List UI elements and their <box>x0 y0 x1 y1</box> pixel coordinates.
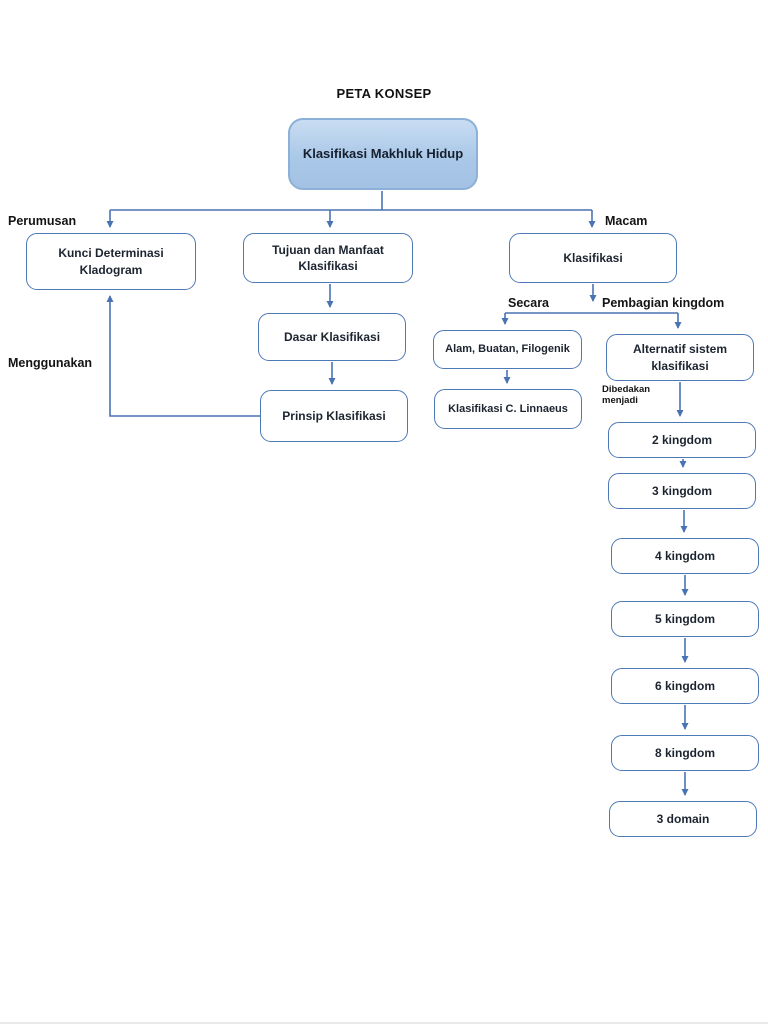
node-3-domain: 3 domain <box>609 801 757 837</box>
node-tujuan-dan-manfaat-klasifikasi: Tujuan dan Manfaat Klasifikasi <box>243 233 413 283</box>
node-dasar-klasifikasi: Dasar Klasifikasi <box>258 313 406 361</box>
edge-label-dibedakan-menjadi: Dibedakan menjadi <box>602 384 651 407</box>
node-3-kingdom: 3 kingdom <box>608 473 756 509</box>
node-2-kingdom: 2 kingdom <box>608 422 756 458</box>
node-klasifikasi-makhluk-hidup: Klasifikasi Makhluk Hidup <box>288 118 478 190</box>
edge-label-secara: Secara <box>508 296 550 310</box>
edge-prinsip-to-kunci <box>106 295 261 417</box>
node-6-kingdom: 6 kingdom <box>611 668 759 704</box>
node-alternatif-sistem-klasifikasi: Alternatif sistem klasifikasi <box>606 334 754 381</box>
node-klasifikasi-c-linnaeus: Klasifikasi C. Linnaeus <box>434 389 582 429</box>
edge-label-macam: Macam <box>605 214 648 228</box>
node-alam-buatan-filogenik: Alam, Buatan, Filogenik <box>433 330 582 369</box>
node-5-kingdom: 5 kingdom <box>611 601 759 637</box>
edge-label-pembagian-kingdom: Pembagian kingdom <box>602 296 725 310</box>
node-prinsip-klasifikasi: Prinsip Klasifikasi <box>260 390 408 442</box>
node-kunci-determinasi-kladogram: Kunci Determinasi Kladogram <box>26 233 196 290</box>
edge-label-menggunakan: Menggunakan <box>8 356 93 370</box>
node-4-kingdom: 4 kingdom <box>611 538 759 574</box>
node-8-kingdom: 8 kingdom <box>611 735 759 771</box>
page-bottom-edge <box>0 1022 768 1024</box>
edge-label-perumusan: Perumusan <box>8 214 77 228</box>
node-klasifikasi: Klasifikasi <box>509 233 677 283</box>
page-title: PETA KONSEP <box>336 86 432 101</box>
